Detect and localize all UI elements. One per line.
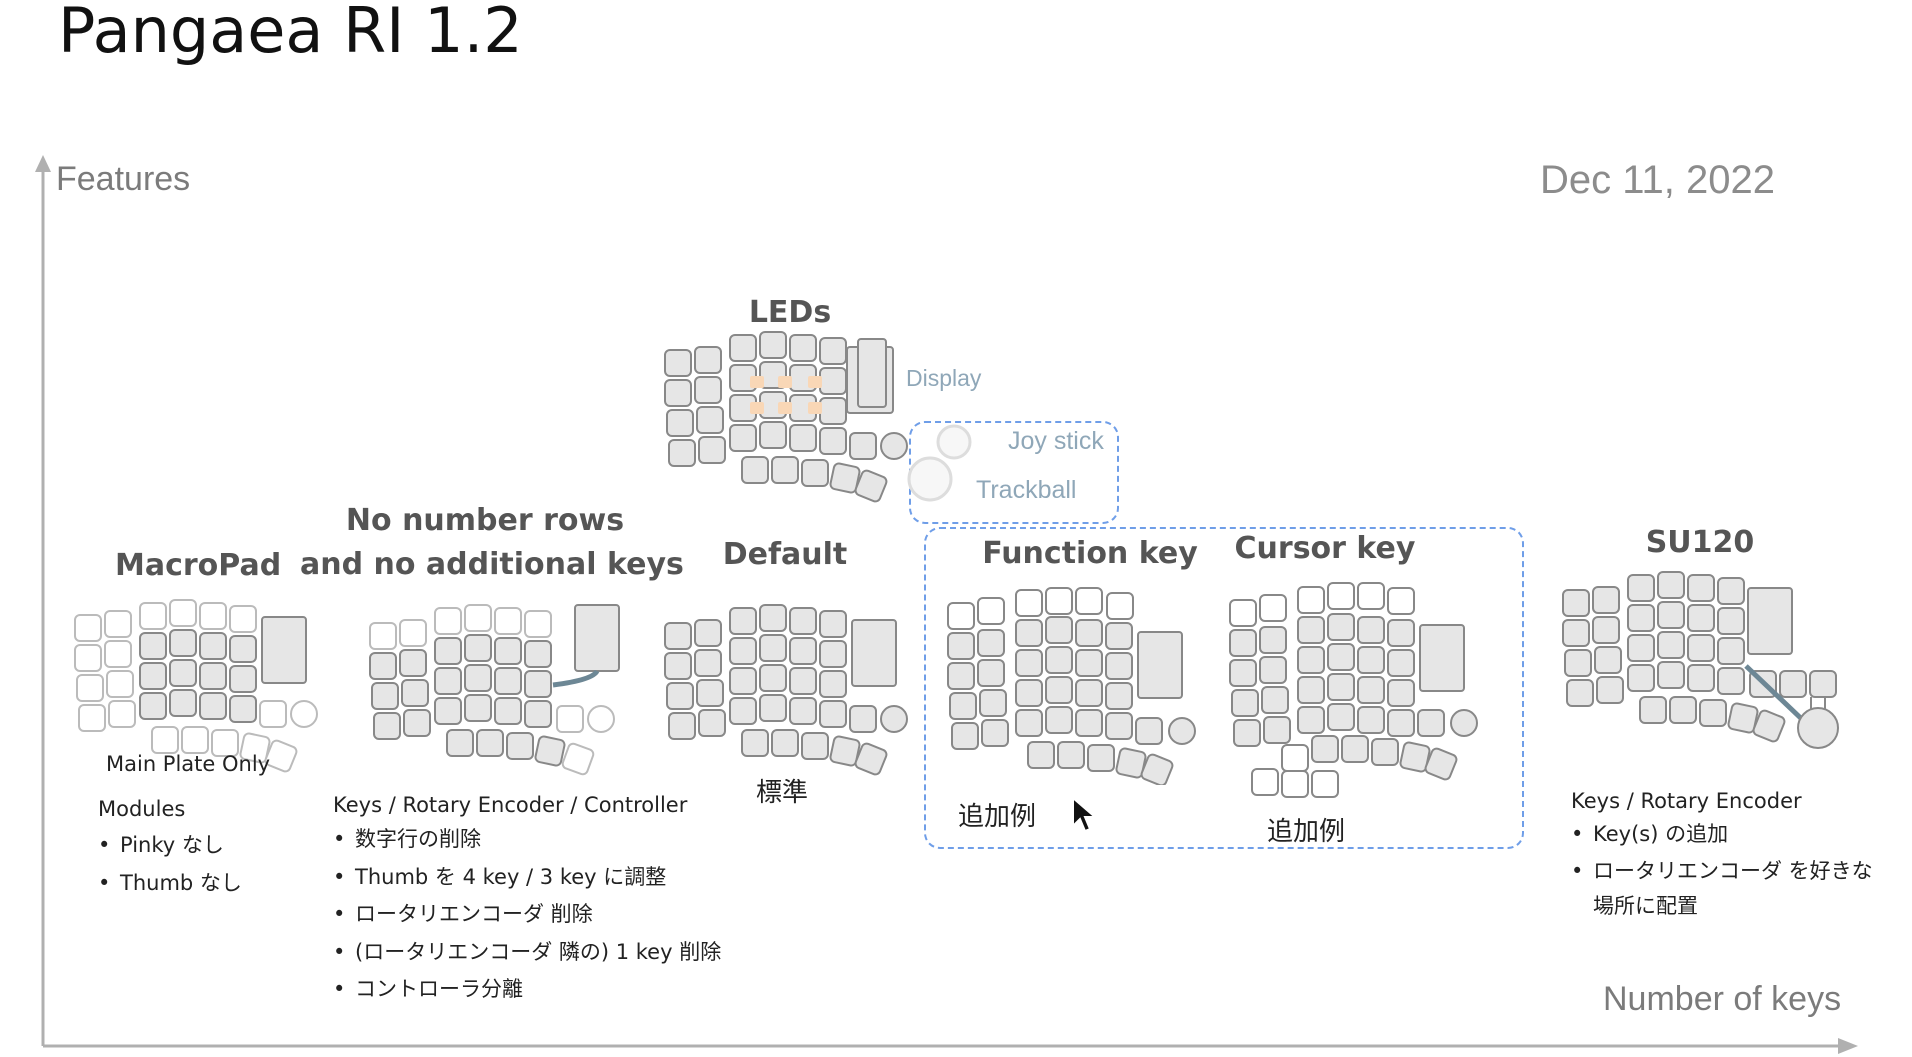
- macropad-main-plate-keys: [139, 616, 307, 723]
- no-number-rows-bullets: 数字行の削除 Thumb を 4 key / 3 key に調整 ロータリエンコ…: [333, 821, 721, 1009]
- display-annotation: Display: [906, 365, 982, 391]
- leds-display: [846, 338, 894, 414]
- list-item: 数字行の削除: [333, 821, 721, 859]
- macropad-keyboard-illustration: [74, 599, 318, 773]
- y-axis: [35, 155, 51, 1046]
- function-key-caption: 追加例: [958, 802, 1037, 832]
- function-key-added-keys: [947, 587, 1134, 630]
- cursor-key-keyboard-illustration: [1229, 582, 1478, 798]
- default-keys: [664, 604, 908, 776]
- leds-title: LEDs: [748, 295, 832, 330]
- macropad-title: MacroPad: [115, 548, 282, 583]
- leds-pointing-devices: [880, 424, 972, 502]
- date-label: Dec 11, 2022: [1540, 158, 1775, 202]
- leds-keys: [664, 331, 888, 503]
- list-item: Thumb なし: [98, 864, 242, 902]
- su120-header: Keys / Rotary Encoder: [1571, 789, 1802, 813]
- su120-keys: [1562, 571, 1837, 743]
- cursor-key-added-keys: [1229, 582, 1415, 798]
- list-item: コントローラ分離: [333, 971, 721, 1009]
- macropad-caption: Main Plate Only: [106, 752, 271, 776]
- function-key-keyboard-illustration: [947, 587, 1196, 785]
- leds-keyboard-illustration: [664, 331, 972, 503]
- no-number-rows-title-line2: and no additional keys: [300, 547, 684, 582]
- macropad-thumb-ghost-keys: [151, 700, 318, 773]
- macropad-pinky-ghost-keys: [74, 599, 257, 732]
- su120-keyboard-illustration: [1562, 571, 1839, 749]
- su120-title: SU120: [1645, 525, 1755, 560]
- joystick-annotation: Joy stick: [1008, 427, 1104, 455]
- cursor-key-caption: 追加例: [1267, 817, 1346, 847]
- y-axis-label: Features: [56, 160, 191, 198]
- additional-keys-group-outline: [924, 527, 1524, 849]
- macropad-bullets: Pinky なし Thumb なし: [98, 826, 242, 902]
- x-axis: [43, 1038, 1858, 1054]
- trackball-annotation: Trackball: [976, 476, 1077, 504]
- cursor-key-keys: [1229, 613, 1478, 781]
- list-item: ロータリエンコーダ 削除: [333, 896, 721, 934]
- default-caption: 標準: [756, 778, 809, 808]
- function-key-title: Function key: [982, 536, 1198, 571]
- x-axis-label: Number of keys: [1603, 980, 1842, 1018]
- no-number-rows-title-line1: No number rows: [345, 503, 625, 538]
- su120-bullet-continuation: 場所に配置: [1593, 894, 1698, 918]
- list-item: Thumb を 4 key / 3 key に調整: [333, 859, 721, 897]
- list-item: Pinky なし: [98, 826, 242, 864]
- default-title: Default: [722, 537, 848, 572]
- no-number-rows-ghost-keys: [369, 604, 615, 776]
- default-keyboard-illustration: [664, 604, 908, 776]
- no-number-rows-keys: [369, 604, 620, 767]
- no-number-rows-keyboard-illustration: [369, 604, 620, 776]
- cursor-key-title: Cursor key: [1234, 531, 1416, 566]
- mouse-cursor-icon: [1072, 796, 1098, 833]
- list-item: ロータリエンコーダ を好きな: [1571, 853, 1873, 890]
- macropad-modules-header: Modules: [98, 797, 186, 821]
- su120-bullets: Key(s) の追加 ロータリエンコーダ を好きな: [1571, 816, 1873, 890]
- led-indicators: [750, 376, 822, 414]
- no-number-rows-header: Keys / Rotary Encoder / Controller: [333, 793, 688, 817]
- su120-rotary-encoder: [1744, 664, 1839, 749]
- list-item: (ロータリエンコーダ 隣の) 1 key 削除: [333, 934, 721, 972]
- page-title: Pangaea RI 1.2: [58, 0, 523, 67]
- function-key-keys: [947, 616, 1196, 785]
- list-item: Key(s) の追加: [1571, 816, 1873, 853]
